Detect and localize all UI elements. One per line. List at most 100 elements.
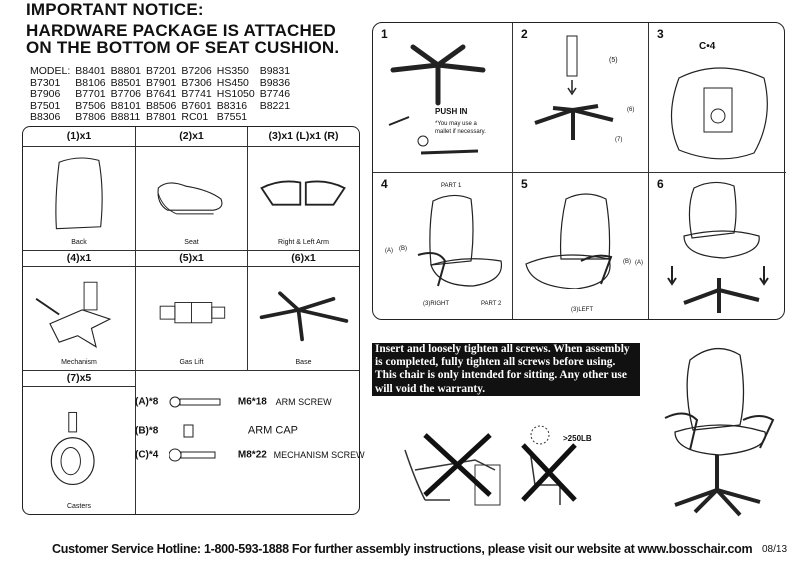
part-qty: (1)x1 <box>23 127 136 147</box>
part-name: Right & Left Arm <box>278 239 329 246</box>
screw-icon <box>168 448 216 462</box>
base-caster-insert-icon <box>388 44 486 155</box>
mechanism-to-seat-icon <box>670 67 768 160</box>
step-number: 6 <box>657 177 664 191</box>
model: B8306 <box>30 111 61 123</box>
model-label: MODEL: <box>30 65 71 77</box>
push-in-label: PUSH IN <box>435 107 468 116</box>
hardware-code: (A)*8 <box>135 396 159 408</box>
step-1: 1 PUSH IN *You may use a mallet if neces… <box>373 23 513 173</box>
model: B7501 <box>30 99 61 112</box>
customer-service-footer: Customer Service Hotline: 1-800-593-1888… <box>52 542 753 556</box>
no-overweight-icon <box>521 425 577 505</box>
hardware-arm-cap: (B)*8 ARM CAP <box>135 424 298 438</box>
step-3: 3 C•4 <box>649 23 786 173</box>
part-name: Mechanism <box>61 359 97 366</box>
hardware-size: M8*22 <box>237 449 267 461</box>
model: B7206 <box>181 65 212 77</box>
no-feet-on-chair-icon <box>404 433 501 506</box>
model: B7741 <box>181 88 212 100</box>
model: B7801 <box>146 111 177 123</box>
step-4: 4 PART 1 (A) (B) (3)RIGHT PART 2 <box>373 173 513 319</box>
model: B7706 <box>110 88 142 100</box>
screw-count: C•4 <box>699 41 716 52</box>
part-name: Back <box>71 239 87 246</box>
model: HS1050 <box>216 88 255 100</box>
revision-date: 08/13 <box>762 544 788 555</box>
assembly-steps: 1 PUSH IN *You may use a mallet if neces… <box>372 22 786 320</box>
seat-icon <box>157 182 223 215</box>
step-number: 1 <box>381 27 388 41</box>
model: B7806 <box>75 111 106 123</box>
arms-icon <box>260 180 346 206</box>
part-name: Seat <box>184 239 199 246</box>
hardware-arm-screw: (A)*8 M6*18 ARM SCREW <box>135 396 332 408</box>
part-back: Back <box>23 147 136 251</box>
gas-lift-to-base-icon <box>534 35 614 140</box>
model: B7506 <box>75 99 106 112</box>
part-casters: Casters <box>23 387 136 514</box>
model: B9831 <box>259 65 291 77</box>
screw-a-label: (A) <box>635 260 643 266</box>
model: B8316 <box>216 99 248 112</box>
chair-on-base-icon <box>667 181 769 313</box>
model: B7701 <box>75 88 106 100</box>
step-number: 4 <box>381 177 388 191</box>
part-name: Base <box>295 359 312 366</box>
model: B8101 <box>110 99 142 112</box>
model: RC01 <box>181 111 209 123</box>
model: B7551 <box>216 111 248 123</box>
hardware-code: (C)*4 <box>135 449 159 461</box>
hardware-size: M6*18 <box>237 396 267 408</box>
cap-b-label: (B) <box>623 259 631 265</box>
cap-b-label: (B) <box>399 246 407 252</box>
notice-line-1: HARDWARE PACKAGE IS ATTACHED <box>26 21 337 40</box>
part-qty: (6)x1 <box>248 251 359 267</box>
callout-6: (6) <box>627 107 635 113</box>
hardware-code: (B)*8 <box>135 425 159 437</box>
assembled-chair-icon <box>664 348 775 517</box>
model: B8221 <box>259 99 291 112</box>
mallet-note: *You may use a <box>435 121 477 127</box>
arm-cap-icon <box>183 424 194 438</box>
hardware-name: MECHANISM SCREW <box>273 449 365 460</box>
hardware-name: ARM CAP <box>247 424 299 437</box>
mallet-note: mallet if necessary. <box>435 129 486 135</box>
model: B7201 <box>146 65 177 77</box>
model: B8106 <box>75 76 106 89</box>
step-5: 5 (B) (A) (3)LEFT <box>513 173 649 319</box>
caster-icon <box>50 411 95 486</box>
chair-left-arm-icon <box>525 193 613 289</box>
gas-lift-icon <box>159 302 226 324</box>
right-arm-label: (3)RIGHT <box>423 301 449 307</box>
notice-heading: IMPORTANT NOTICE: <box>26 0 204 19</box>
hardware-name: ARM SCREW <box>275 396 332 407</box>
model: B7906 <box>30 88 61 100</box>
callout-7: (7) <box>615 137 623 143</box>
model: HS350 <box>216 65 249 77</box>
part-1-label: PART 1 <box>441 183 462 189</box>
part-arms: Right & Left Arm <box>248 147 359 251</box>
screw-icon <box>169 396 221 408</box>
model: HS450 <box>216 76 249 89</box>
left-arm-label: (3)LEFT <box>571 307 594 313</box>
chair-right-arm-icon <box>417 194 503 287</box>
model: B7901 <box>146 76 177 89</box>
part-qty: (4)x1 <box>23 251 136 267</box>
part-base: Base <box>248 267 359 371</box>
model: B7301 <box>30 76 61 89</box>
part-qty: (3)x1 (L)x1 (R) <box>248 127 359 147</box>
part-2-label: PART 2 <box>481 301 502 307</box>
part-name: Gas Lift <box>179 359 204 366</box>
mechanism-icon <box>35 281 112 348</box>
part-qty: (5)x1 <box>136 251 248 267</box>
model: B8506 <box>146 99 177 112</box>
notice-line-2: ON THE BOTTOM OF SEAT CUSHION. <box>26 38 340 57</box>
part-name: Casters <box>66 503 92 510</box>
parts-list: (1)x1 (2)x1 (3)x1 (L)x1 (R) Back Seat Ri… <box>22 126 360 515</box>
model: B7601 <box>181 99 212 112</box>
model: B8801 <box>110 65 142 77</box>
model: B7746 <box>259 88 291 100</box>
step-number: 2 <box>521 27 528 41</box>
